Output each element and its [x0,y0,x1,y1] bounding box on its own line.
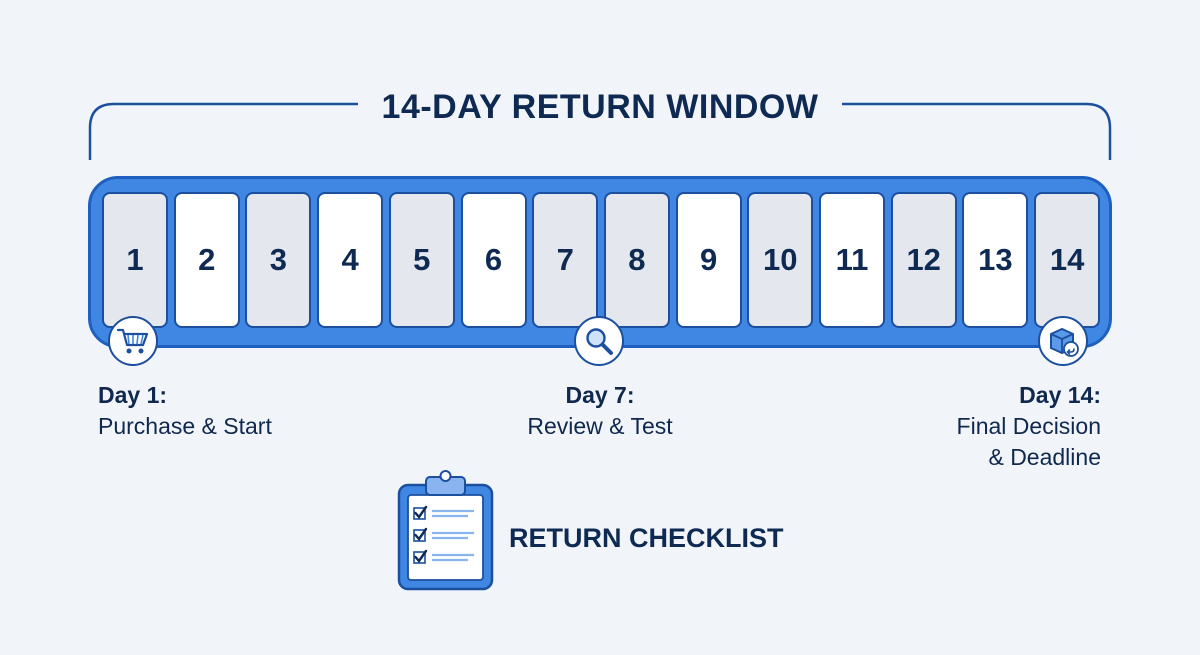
milestone-day-heading: Day 7: [565,382,635,408]
day-cell-6: 6 [460,192,527,328]
day-cell-14: 14 [1034,192,1101,328]
checklist-title: RETURN CHECKLIST [509,523,784,553]
milestone-day-heading: Day 1: [98,382,168,408]
milestone-description: Final Decision [956,413,1101,439]
day-cell-8: 8 [603,192,670,328]
day-cell-4: 4 [317,192,384,328]
milestone-description: & Deadline [988,444,1101,470]
day-cell-1: 1 [102,192,168,328]
milestone-description: Purchase & Start [98,413,272,439]
milestone-day-heading: Day 14: [1019,382,1101,408]
milestone-description: Review & Test [527,413,673,439]
milestone-day14-label: Day 14: Final Decision & Deadline [841,380,1101,473]
day-cell-5: 5 [388,192,455,328]
magnifier-icon [574,316,624,366]
day-cell-2: 2 [173,192,240,328]
milestone-day1-label: Day 1: Purchase & Start [98,380,272,442]
day-cell-7: 7 [532,192,599,328]
return-box-icon [1038,316,1088,366]
clipboard-checklist-icon [397,470,494,591]
day-cell-10: 10 [747,192,814,328]
day-cell-11: 11 [819,192,885,328]
day-cell-13: 13 [962,192,1029,328]
window-bracket [88,102,1112,160]
page-title: 14-DAY RETURN WINDOW [381,88,819,126]
day-cell-3: 3 [245,192,312,328]
shopping-cart-icon [108,316,158,366]
day-cell-9: 9 [675,192,742,328]
milestone-day7-label: Day 7: Review & Test [480,380,720,442]
day-cell-12: 12 [890,192,957,328]
